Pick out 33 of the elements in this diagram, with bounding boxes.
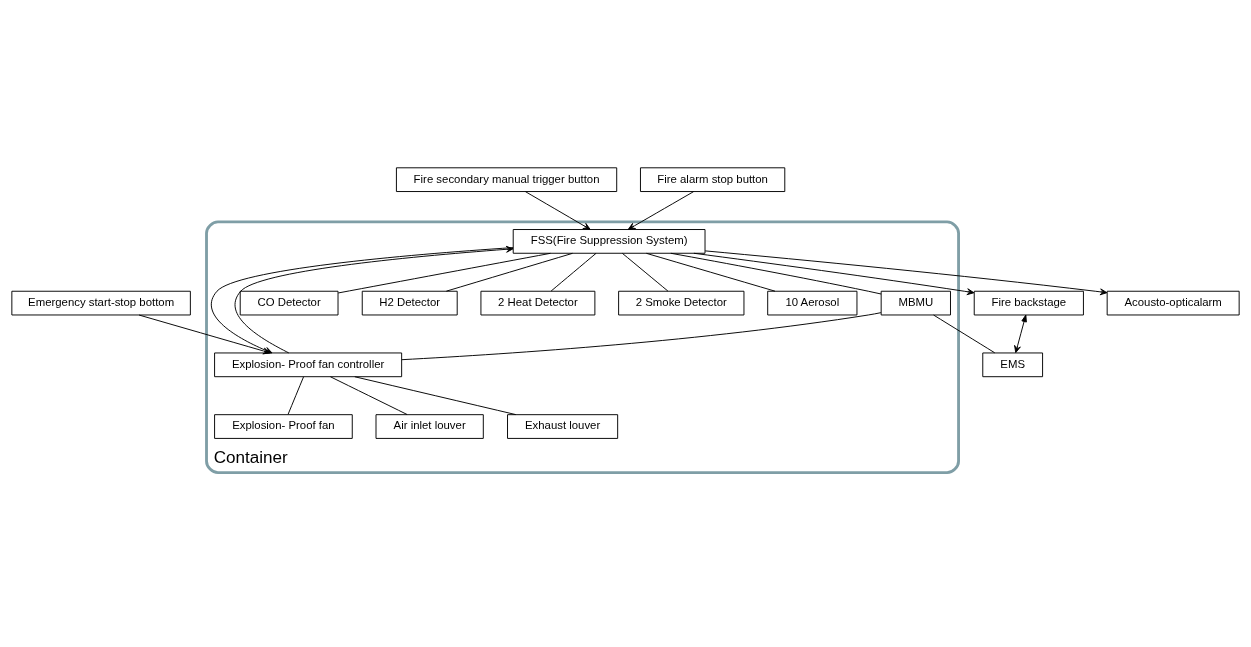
node-box: Fire secondary manual trigger button <box>395 166 618 192</box>
node-box: CO Detector <box>239 290 339 315</box>
connector <box>670 252 882 294</box>
connector <box>445 252 573 292</box>
connector <box>354 375 517 415</box>
node-box: 10 Aerosol <box>767 290 858 315</box>
arrow <box>524 190 591 230</box>
node-box: Emergency start-stop bottom <box>11 290 191 315</box>
node-box: Fire backstage <box>973 290 1084 315</box>
node-box: Explosion- Proof fan <box>214 413 353 439</box>
node-box: Exhaust louver <box>507 413 619 439</box>
node-box: FSS(Fire Suppression System) <box>512 228 706 254</box>
connector <box>933 314 996 353</box>
node-box: EMS <box>982 352 1044 377</box>
arrow <box>693 252 975 295</box>
connector <box>550 252 597 292</box>
connector <box>645 252 776 292</box>
connector <box>621 252 669 292</box>
node-box: Air inlet louver <box>375 413 484 439</box>
node-box: MBMU <box>880 290 951 315</box>
node-box: H2 Detector <box>361 290 458 315</box>
connector <box>287 375 305 415</box>
connector <box>337 252 551 293</box>
arrow <box>704 249 1108 295</box>
arrow <box>1014 314 1027 353</box>
node-box: 2 Smoke Detector <box>618 290 745 315</box>
connector <box>329 375 408 415</box>
node-box: 2 Heat Detector <box>480 290 596 315</box>
node-box: Fire alarm stop button <box>640 166 786 192</box>
connector <box>401 311 882 360</box>
node-box: Explosion- Proof fan controller <box>214 352 403 377</box>
node-box: Acousto-opticalarm <box>1106 290 1240 315</box>
arrow <box>627 190 695 230</box>
